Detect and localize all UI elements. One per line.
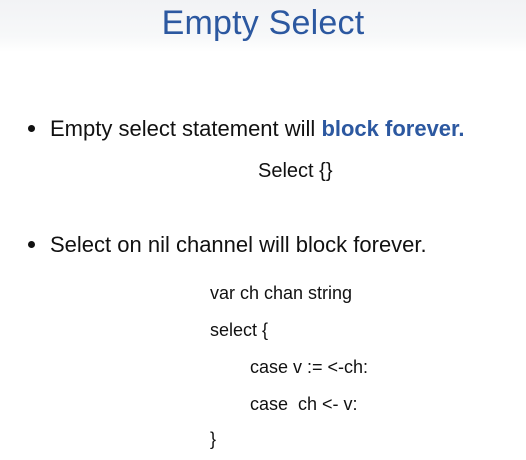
code-line-case-send: case ch <- v: <box>250 394 358 414</box>
empty-select-code: Select {} <box>258 160 333 182</box>
code-line-select: select { <box>210 320 269 340</box>
bullet-text: Empty select statement will <box>50 116 322 141</box>
bullet-nil-channel: Select on nil channel will block forever… <box>28 232 427 258</box>
slide-title: Empty Select <box>161 4 365 42</box>
bullet-dot-icon <box>28 240 35 248</box>
title-band <box>0 0 526 52</box>
bullet-dot-icon <box>28 124 35 132</box>
bullet-empty-select: Empty select statement will block foreve… <box>28 116 465 142</box>
code-line-case-receive: case v := <-ch: <box>250 357 369 377</box>
bullet-text: Select on nil channel will block forever… <box>50 232 427 257</box>
bullet-emphasis: block forever. <box>321 116 465 141</box>
code-line-var: var ch chan string <box>210 283 353 303</box>
code-line-close-brace: } <box>210 429 217 449</box>
